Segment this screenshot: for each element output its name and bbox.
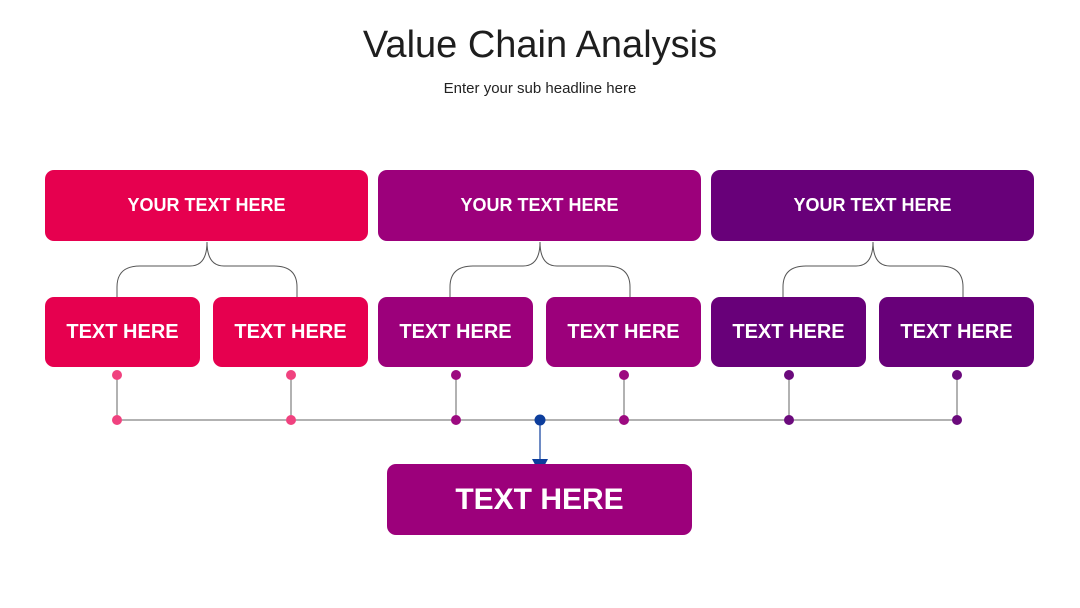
sub-box-2-1: TEXT HERE [378, 297, 533, 367]
hub-dot [534, 414, 546, 426]
category-box-2: YOUR TEXT HERE [378, 170, 701, 241]
brace-group-1 [116, 241, 298, 297]
page-title: Value Chain Analysis [362, 24, 718, 66]
category-box-3: YOUR TEXT HERE [711, 170, 1034, 241]
pink-dots [112, 370, 296, 425]
sub-box-1-1: TEXT HERE [45, 297, 200, 367]
drop-lines [116, 375, 958, 420]
magenta-dots [451, 370, 629, 425]
purple-dots [784, 370, 962, 425]
category-box-1: YOUR TEXT HERE [45, 170, 368, 241]
brace-group-3 [782, 241, 964, 297]
sub-box-3-2: TEXT HERE [879, 297, 1034, 367]
sub-box-1-2: TEXT HERE [213, 297, 368, 367]
brace-group-2 [449, 241, 631, 297]
sub-box-3-1: TEXT HERE [711, 297, 866, 367]
result-box: TEXT HERE [387, 464, 692, 535]
sub-box-2-2: TEXT HERE [546, 297, 701, 367]
page-subtitle: Enter your sub headline here [443, 80, 637, 97]
